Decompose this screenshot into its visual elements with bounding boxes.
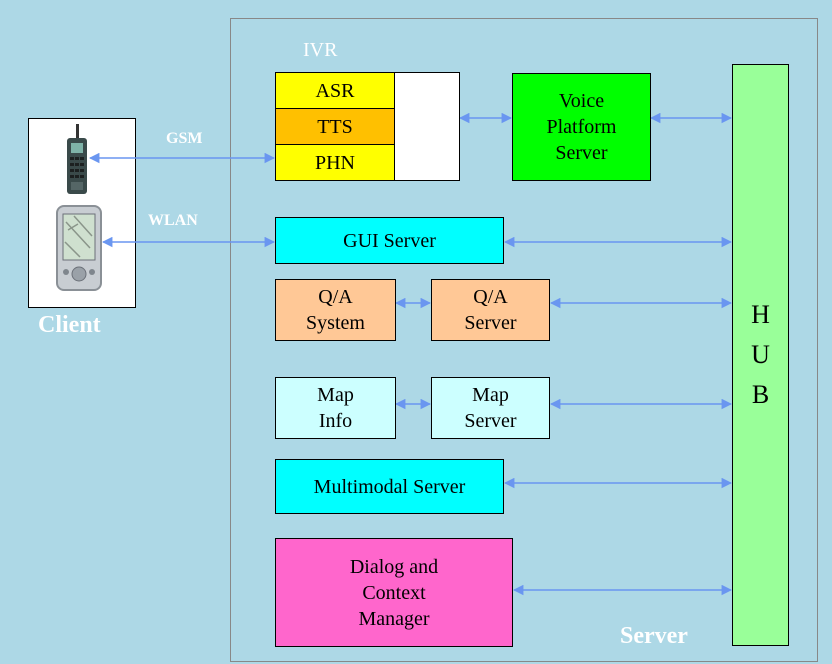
- mobile-phone-icon: [67, 124, 87, 194]
- server-label: Server: [620, 623, 688, 649]
- server-region: [230, 18, 818, 662]
- client-label: Client: [38, 312, 101, 338]
- dialog-context-manager: Dialog and Context Manager: [275, 538, 513, 647]
- map-info: Map Info: [275, 377, 396, 439]
- ivr-label: IVR: [303, 39, 338, 61]
- ivr-module-phn: PHN: [275, 144, 395, 181]
- qa-system: Q/A System: [275, 279, 396, 341]
- gsm-label: GSM: [166, 130, 203, 147]
- gui-server: GUI Server: [275, 217, 504, 264]
- ivr-module-tts: TTS: [275, 108, 395, 145]
- qa-server: Q/A Server: [431, 279, 550, 341]
- hub: H U B: [732, 64, 789, 646]
- voice-platform-server: Voice Platform Server: [512, 73, 651, 181]
- pda-icon: [56, 205, 102, 291]
- map-server: Map Server: [431, 377, 550, 439]
- multimodal-server: Multimodal Server: [275, 459, 504, 514]
- wlan-label: WLAN: [148, 212, 198, 229]
- ivr-module-asr: ASR: [275, 72, 395, 109]
